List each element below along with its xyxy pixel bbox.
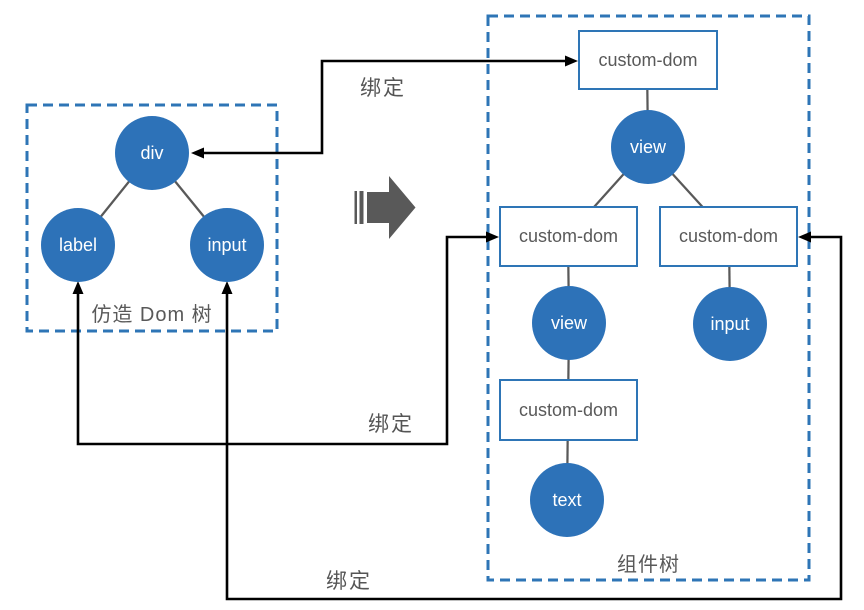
node-custom-dom-right: custom-dom xyxy=(659,206,798,267)
arrowhead-into-input xyxy=(221,281,233,294)
node-view-top: view xyxy=(611,110,685,184)
binding-lines xyxy=(76,59,843,601)
component-tree-caption: 组件树 xyxy=(617,554,680,576)
arrowhead-into-customdomtop xyxy=(565,55,578,67)
node-custom-dom-inner: custom-dom xyxy=(499,379,638,441)
binding-line-input-customdomright xyxy=(225,235,843,601)
binding-label-top: 绑定 xyxy=(360,77,406,100)
node-custom-dom-top: custom-dom xyxy=(578,30,718,90)
node-input-leaf: input xyxy=(693,287,767,361)
fake-dom-tree-dashed-box xyxy=(25,103,279,333)
binding-label-middle: 绑定 xyxy=(368,413,414,436)
arrowhead-into-customdomright xyxy=(798,231,811,243)
node-label: label xyxy=(41,208,115,282)
binding-label-bottom: 绑定 xyxy=(326,570,372,593)
fake-dom-tree-caption: 仿造 Dom 树 xyxy=(91,304,213,326)
transform-arrow-icon xyxy=(354,176,416,239)
node-div: div xyxy=(115,116,189,190)
arrowhead-into-customdomleft xyxy=(486,231,499,243)
node-input: input xyxy=(190,208,264,282)
binding-line-label-customdomleft xyxy=(76,235,487,446)
node-view-mid: view xyxy=(532,286,606,360)
component-tree-dashed-box xyxy=(486,14,811,582)
binding-arrowheads xyxy=(72,55,811,294)
node-text-leaf: text xyxy=(530,463,604,537)
arrowhead-into-div xyxy=(191,147,204,159)
arrowhead-into-label xyxy=(72,281,84,294)
binding-line-div-customdomtop xyxy=(203,59,567,155)
node-custom-dom-left: custom-dom xyxy=(499,206,638,267)
